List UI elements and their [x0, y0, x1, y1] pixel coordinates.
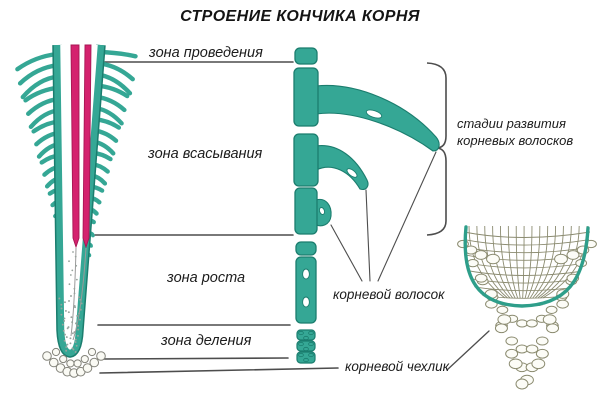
- root-cap-fringe: [42, 347, 106, 378]
- vascular-stripes: [70, 44, 92, 341]
- zone-label-absorption: зона всасывания: [148, 146, 263, 162]
- stage-hair-medium: [315, 145, 369, 190]
- root-cap-label: корневой чехлик: [345, 359, 449, 374]
- zone-label-conduction: зона проведения: [149, 45, 263, 61]
- stages-of-root-hair-development-label: стадии развития корневых волосков: [457, 116, 573, 150]
- root-hair-label: корневой волосок: [333, 287, 445, 302]
- page-title: СТРОЕНИЕ КОНЧИКА КОРНЯ: [180, 8, 420, 25]
- zone-label-growth: зона роста: [167, 270, 246, 286]
- hair-stages-column: [293, 47, 440, 364]
- stages-label-line1: стадии развития: [457, 116, 566, 131]
- meristem-outline: [463, 225, 590, 308]
- root-tip-dots: [58, 251, 83, 353]
- root-cap-micro-drawing: [457, 225, 597, 390]
- annotation-lines: [94, 61, 490, 374]
- zone-label-division: зона деления: [161, 333, 252, 349]
- stages-label-line2: корневых волосков: [457, 132, 574, 148]
